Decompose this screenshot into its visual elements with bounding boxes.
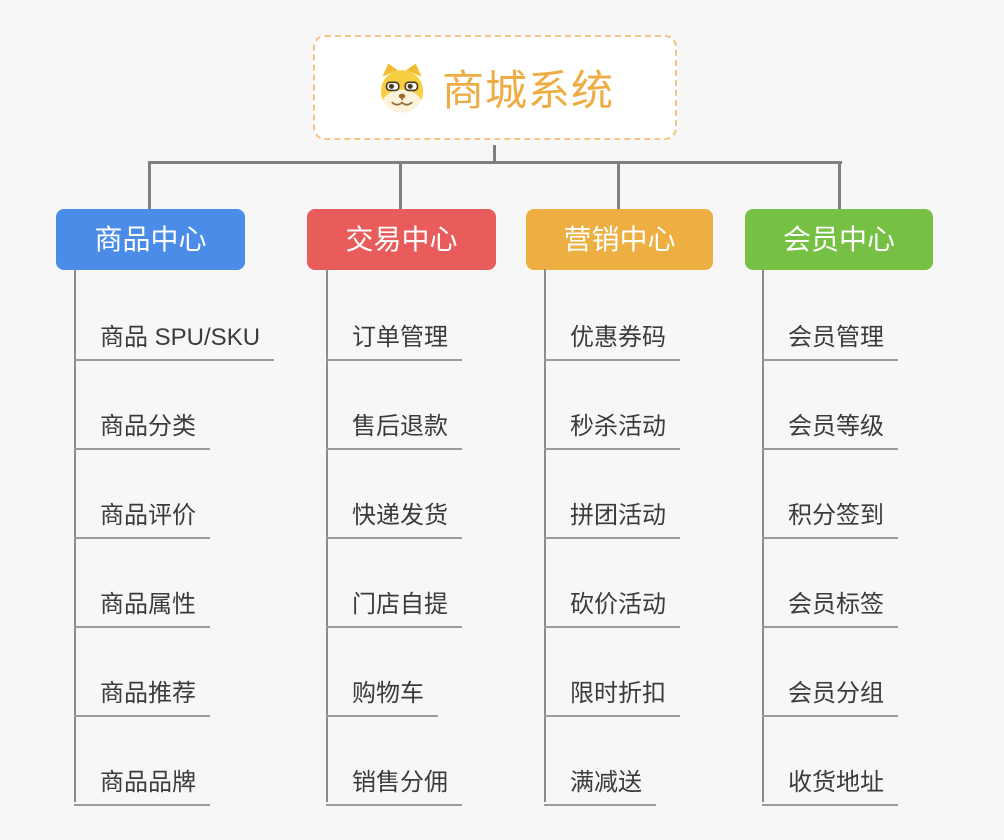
child-node-product-spu-sku[interactable]: 商品 SPU/SKU [74,317,275,361]
connector-column-trade [326,269,328,802]
branch-node-product-center[interactable]: 商品中心 [56,209,245,270]
child-node-flash-sale[interactable]: 秒杀活动 [544,406,680,450]
root-node-mall-system[interactable]: 商城系统 [313,35,677,140]
child-node-express-delivery[interactable]: 快递发货 [326,495,462,539]
child-node-product-review[interactable]: 商品评价 [74,495,210,539]
child-node-store-pickup[interactable]: 门店自提 [326,584,462,628]
connector-column-marketing [544,269,546,802]
child-node-coupon-code[interactable]: 优惠券码 [544,317,680,361]
branch-node-trade-center[interactable]: 交易中心 [307,209,496,270]
child-node-shopping-cart[interactable]: 购物车 [326,673,438,717]
connector-drop-product [148,161,151,210]
child-node-member-level[interactable]: 会员等级 [762,406,898,450]
connector-column-member [762,269,764,802]
connector-root-stem [493,145,496,164]
child-node-group-buy[interactable]: 拼团活动 [544,495,680,539]
child-node-product-brand[interactable]: 商品品牌 [74,762,210,806]
connector-drop-member [838,161,841,210]
connector-bus [148,161,842,164]
child-node-product-category[interactable]: 商品分类 [74,406,210,450]
child-node-member-management[interactable]: 会员管理 [762,317,898,361]
child-node-spend-save[interactable]: 满减送 [544,762,656,806]
child-node-member-tag[interactable]: 会员标签 [762,584,898,628]
child-node-aftersale-refund[interactable]: 售后退款 [326,406,462,450]
child-node-limited-discount[interactable]: 限时折扣 [544,673,680,717]
connector-column-product [74,269,76,802]
root-title: 商城系统 [441,67,614,114]
child-node-shipping-address[interactable]: 收货地址 [762,762,898,806]
child-node-points-checkin[interactable]: 积分签到 [762,495,898,539]
branch-node-marketing-center[interactable]: 营销中心 [526,209,713,270]
child-node-order-management[interactable]: 订单管理 [326,317,462,361]
doge-face-icon [376,62,428,114]
child-node-sales-commission[interactable]: 销售分佣 [326,762,462,806]
child-node-member-group[interactable]: 会员分组 [762,673,898,717]
connector-drop-trade [399,161,402,210]
child-node-bargain-activity[interactable]: 砍价活动 [544,584,680,628]
connector-drop-marketing [617,161,620,210]
child-node-product-recommend[interactable]: 商品推荐 [74,673,210,717]
child-node-product-attribute[interactable]: 商品属性 [74,584,210,628]
branch-node-member-center[interactable]: 会员中心 [745,209,933,270]
